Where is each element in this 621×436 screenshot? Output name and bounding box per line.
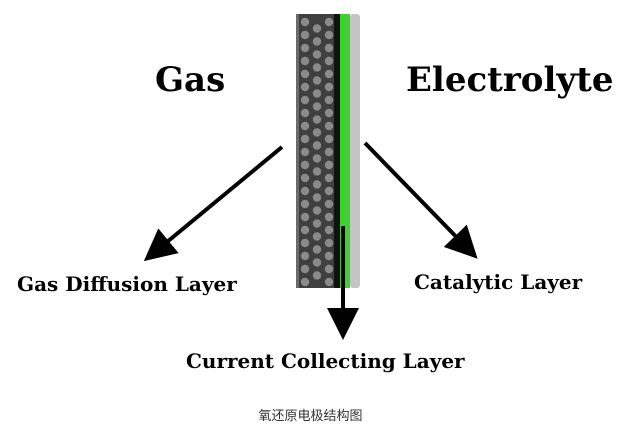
pore-dot [300,225,310,235]
current-collector-band [334,14,340,288]
electrolyte-side-label: Electrolyte [406,60,614,100]
pore-dot [300,173,310,183]
pore-dot [312,89,322,98]
pore-dot [324,277,334,287]
pore-dot [324,173,334,183]
gas-side-label: Gas [155,60,226,100]
pore-dot [300,251,310,261]
pore-dot [300,277,310,287]
figure-caption: 氧还原电极结构图 [258,409,363,424]
pore-dot [300,147,310,157]
current-collecting-layer-label: Current Collecting Layer [186,349,465,373]
pore-dot [312,206,322,215]
pore-dot [300,56,310,66]
pore-dot [312,167,322,176]
pore-dot [312,180,322,189]
pore-dot [312,128,322,137]
pore-dot [324,30,334,40]
pore-dot [300,108,310,118]
pore-dot [324,134,334,144]
pore-dot-grid [300,17,334,287]
pore-dot [312,154,322,163]
pore-dot [300,43,310,53]
diffusion-layer-edge-highlight [296,14,299,288]
pore-dot [300,121,310,131]
pore-dot [312,63,322,72]
pore-dot [324,199,334,209]
arrow-to-catalytic-layer [363,141,478,259]
pore-dot [324,238,334,248]
pore-dot [312,193,322,202]
pore-dot [300,212,310,222]
pore-dot [312,115,322,124]
catalytic-layer-strip [340,14,350,288]
pore-dot [300,82,310,92]
pore-dot [324,56,334,66]
pore-dot [312,102,322,111]
pore-dot [300,95,310,105]
pore-dot [300,264,310,274]
pore-dot [300,69,310,79]
pore-dot [312,219,322,228]
pore-dot [312,50,322,59]
arrow-to-gas-diffusion-layer [143,145,284,262]
pore-dot [300,134,310,144]
pore-dot [324,212,334,222]
pore-dot [300,199,310,209]
pore-dot [312,232,322,241]
pore-dot [324,225,334,235]
pore-dot [324,160,334,170]
pore-dot [324,186,334,196]
pore-dot [312,37,322,46]
pore-dot [312,245,322,254]
pore-dot [324,147,334,157]
pore-dot [324,121,334,131]
pore-dot [312,24,322,33]
pore-dot [312,271,322,280]
pore-dot [324,82,334,92]
electrolyte-side-layer [350,14,360,288]
pore-dot [300,186,310,196]
pore-dot [312,258,322,267]
pore-dot [312,141,322,150]
pore-dot [324,17,334,27]
pore-dot [300,30,310,40]
pore-dot [300,17,310,27]
pore-dot [324,264,334,274]
gas-diffusion-layer-label: Gas Diffusion Layer [17,272,237,296]
pore-dot [324,69,334,79]
pore-dot [324,251,334,261]
pore-dot [300,238,310,248]
catalytic-layer-label: Catalytic Layer [414,270,583,294]
pore-dot [324,108,334,118]
pore-dot [312,76,322,85]
pore-dot [324,95,334,105]
gas-diffusion-layer-slab [296,14,336,288]
pore-dot [300,160,310,170]
pore-dot [324,43,334,53]
